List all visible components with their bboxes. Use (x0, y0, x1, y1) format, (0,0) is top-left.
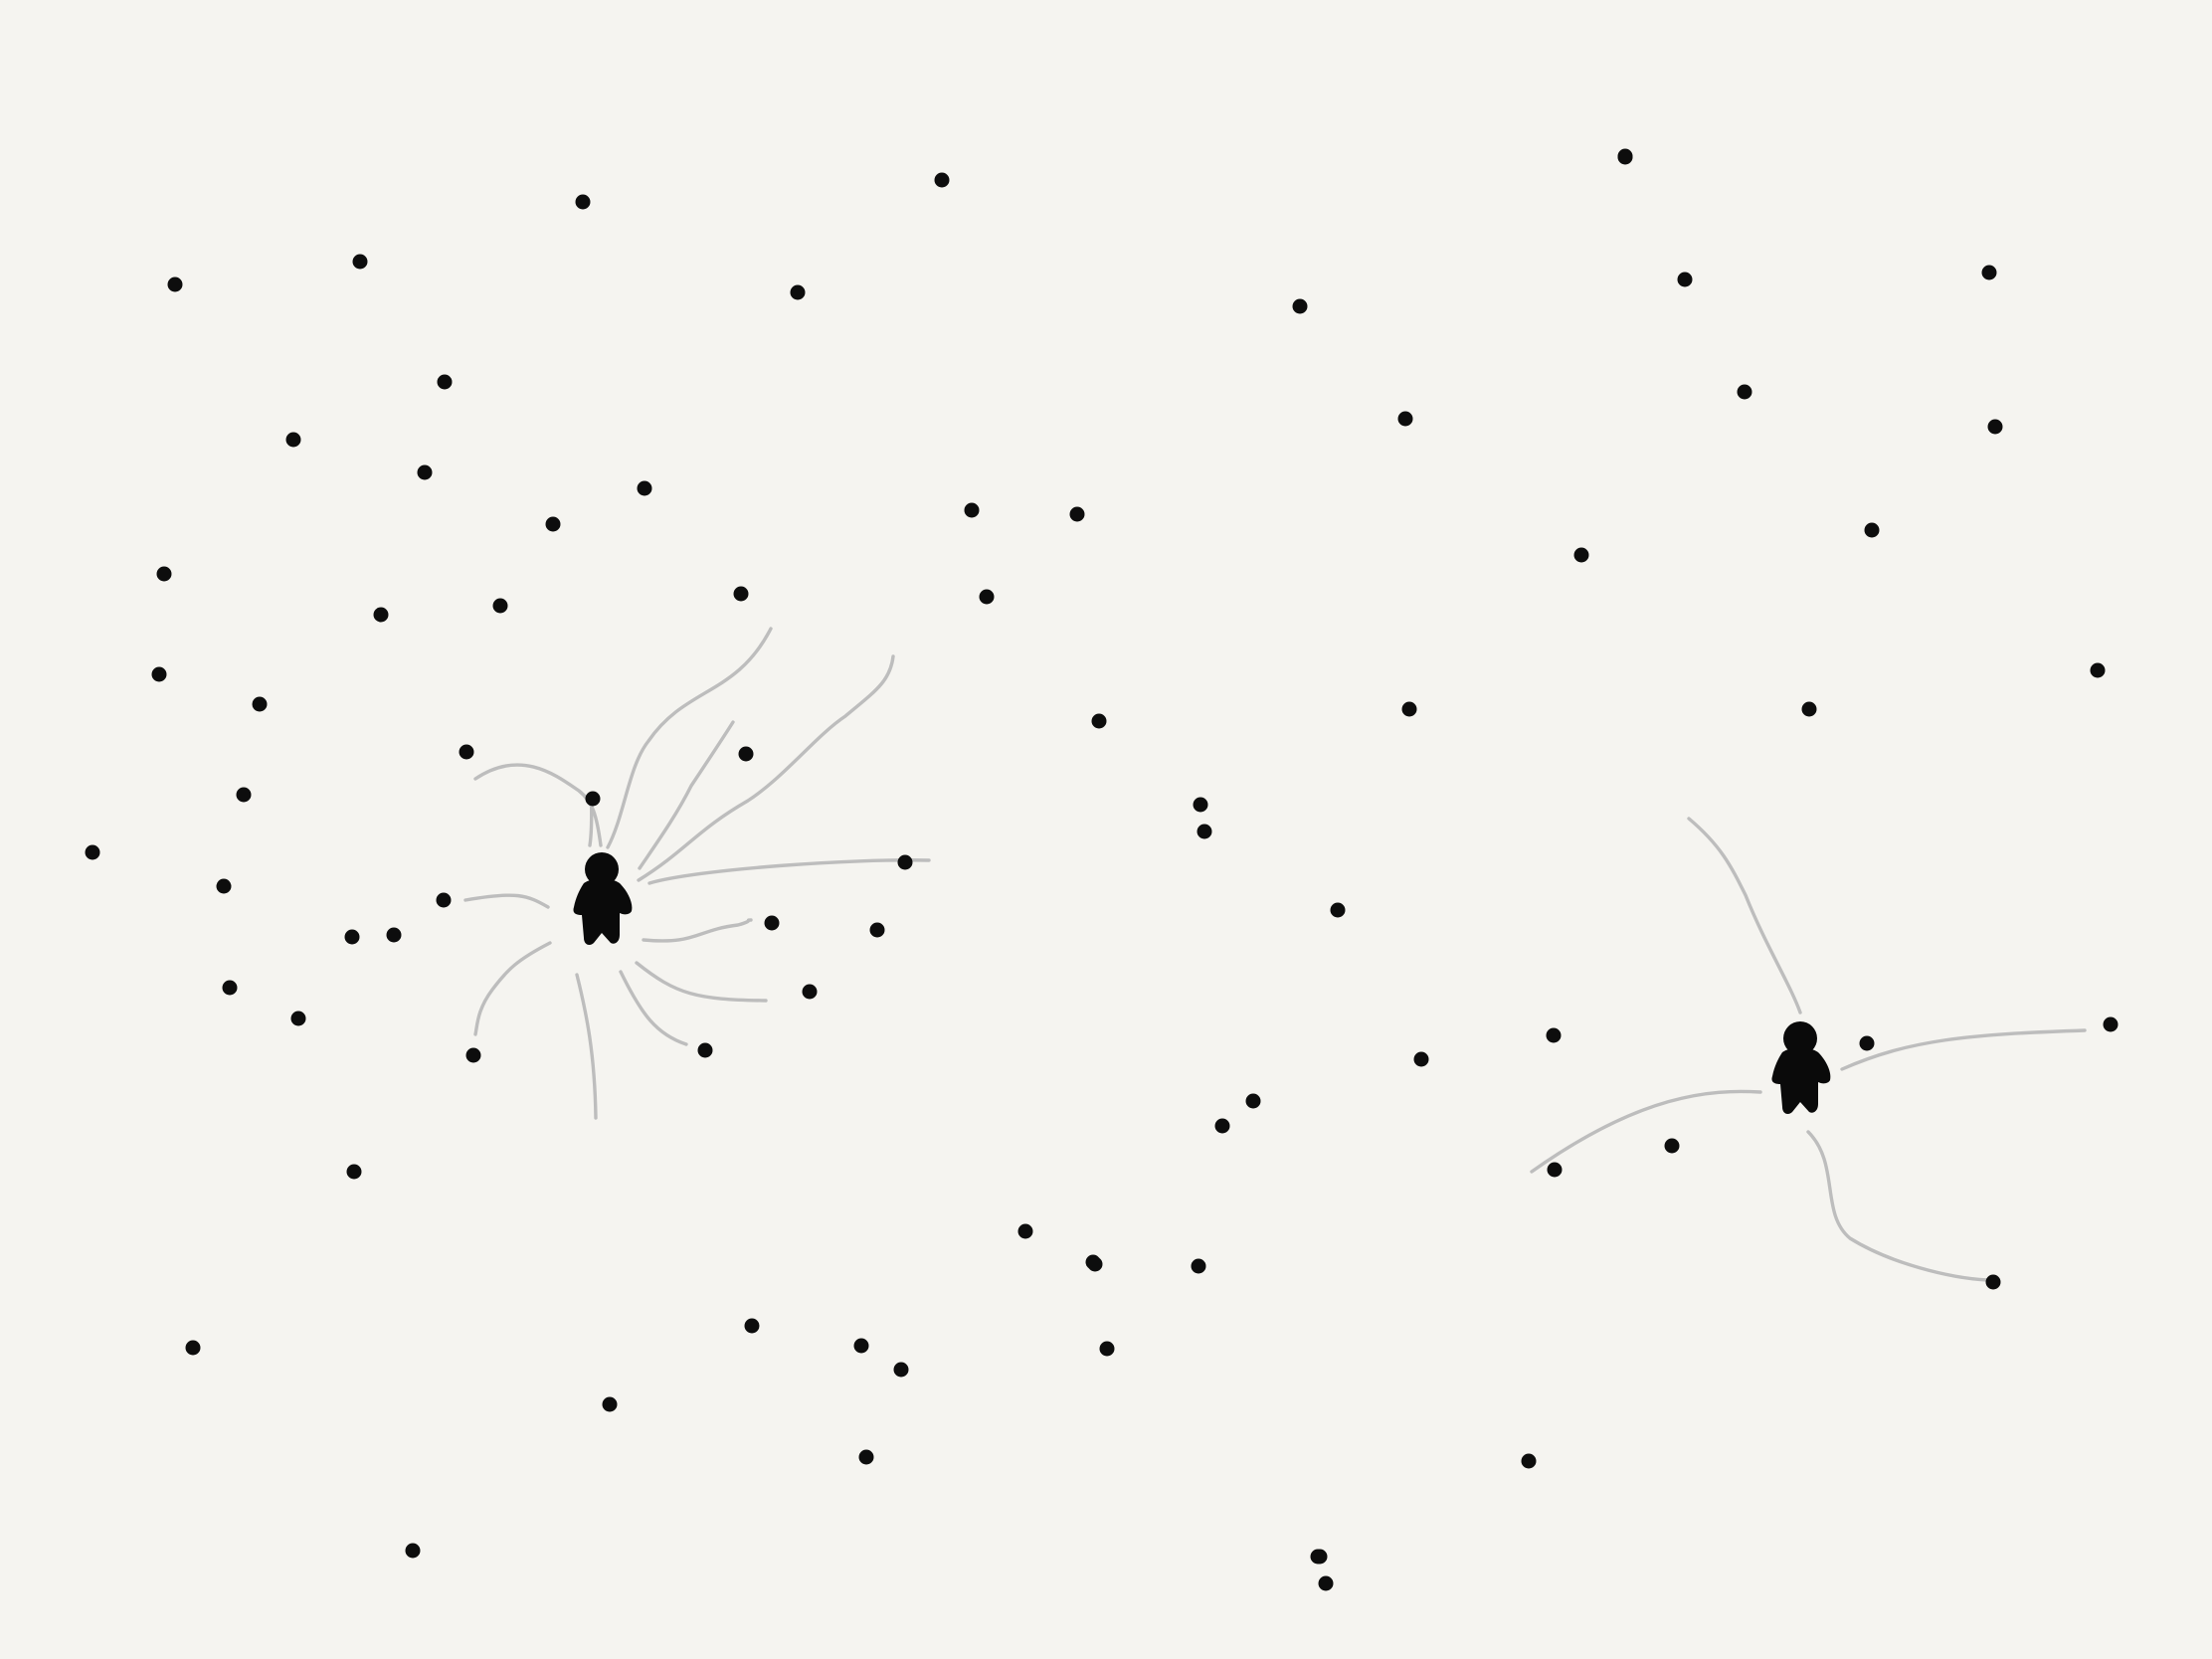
dot-icon (1401, 701, 1417, 717)
dot-icon (744, 1318, 760, 1334)
dot-icon (1397, 411, 1413, 427)
dot-icon (417, 464, 433, 480)
dot-icon (1193, 797, 1208, 813)
dot-icon (602, 1396, 618, 1412)
dot-icon (373, 607, 389, 623)
dot-icon (733, 586, 749, 602)
dot-icon (575, 194, 591, 210)
dot-icon (1546, 1027, 1562, 1043)
dot-icon (222, 980, 238, 996)
dot-icon (1573, 547, 1589, 563)
dot-icon (853, 1338, 869, 1354)
connection-line (1840, 1028, 2087, 1071)
dot-icon (738, 746, 754, 762)
dot-icon (1864, 522, 1880, 538)
connection-line (647, 858, 931, 885)
dot-icon (979, 589, 995, 605)
dot-icon (1801, 701, 1817, 717)
dot-icon (252, 696, 268, 712)
connection-line (1530, 1089, 1762, 1174)
dot-icon (185, 1340, 201, 1356)
dot-icon (790, 284, 806, 300)
people-layer (573, 852, 1831, 1115)
person-icon (573, 852, 633, 946)
dot-icon (285, 432, 301, 448)
dot-icon (869, 922, 885, 938)
dot-icon (1547, 1162, 1563, 1178)
dot-icon (437, 374, 453, 390)
dot-icon (405, 1543, 421, 1559)
dot-icon (436, 892, 452, 908)
connection-line (619, 970, 688, 1046)
connection-line (473, 941, 552, 1036)
dot-icon (290, 1011, 306, 1026)
dot-icon (344, 929, 360, 945)
dot-icon (1214, 1118, 1230, 1134)
dot-icon (637, 480, 652, 496)
dot-icon (585, 791, 601, 807)
dot-icon (1087, 1256, 1103, 1272)
dot-icon (897, 854, 913, 870)
dot-icon (2103, 1016, 2119, 1032)
connection-line (473, 763, 603, 847)
dot-icon (352, 254, 368, 270)
dot-icon (465, 1047, 481, 1063)
dot-icon (1197, 824, 1212, 839)
dot-icon (1677, 272, 1693, 287)
dot-icon (2090, 662, 2106, 678)
dot-icon (1017, 1223, 1033, 1239)
dot-icon (1664, 1138, 1680, 1154)
dot-icon (1245, 1093, 1261, 1109)
dot-icon (1292, 298, 1308, 314)
connection-line (575, 973, 598, 1120)
connection-line (637, 654, 895, 882)
connection-line (606, 627, 773, 849)
dot-icon (545, 516, 561, 532)
dot-icon (764, 915, 780, 931)
dot-icon (964, 502, 980, 518)
connection-line (635, 961, 768, 1003)
connection-line (463, 893, 550, 909)
connection-line (642, 918, 753, 943)
dot-icon (492, 598, 508, 614)
dot-icon (858, 1449, 874, 1465)
dot-icon (151, 666, 167, 682)
dot-icon (156, 566, 172, 582)
dot-icon (893, 1362, 909, 1378)
dot-icon (216, 878, 232, 894)
dot-icon (1091, 713, 1107, 729)
dot-icon (346, 1164, 362, 1180)
dot-icon (167, 276, 183, 292)
dot-icon (1330, 902, 1346, 918)
dot-icon (459, 744, 474, 760)
dot-icon (1737, 384, 1752, 400)
dot-icon (1069, 506, 1085, 522)
person-icon (1771, 1021, 1831, 1115)
dot-icon (1099, 1341, 1115, 1357)
dot-icon (1318, 1575, 1334, 1591)
dot-icon (236, 787, 252, 803)
dot-icon (934, 172, 950, 188)
connection-line (1806, 1130, 1989, 1282)
connection-line (1687, 817, 1802, 1014)
dot-icon (1981, 265, 1997, 280)
dot-icon (697, 1042, 713, 1058)
connection-lines (463, 627, 2087, 1282)
dot-icon (1413, 1051, 1429, 1067)
dot-icon (802, 984, 818, 1000)
dot-icon (1617, 149, 1633, 165)
dot-icon (1310, 1549, 1326, 1565)
dot-icon (1987, 419, 2003, 435)
dot-icon (1191, 1258, 1206, 1274)
dot-icon (1521, 1453, 1537, 1469)
dot-icon (1859, 1035, 1875, 1051)
dot-icon (85, 844, 100, 860)
dot-icon (1985, 1274, 2001, 1290)
connection-line (638, 720, 735, 870)
dot-icon (386, 927, 402, 943)
dots-layer (85, 148, 2119, 1591)
